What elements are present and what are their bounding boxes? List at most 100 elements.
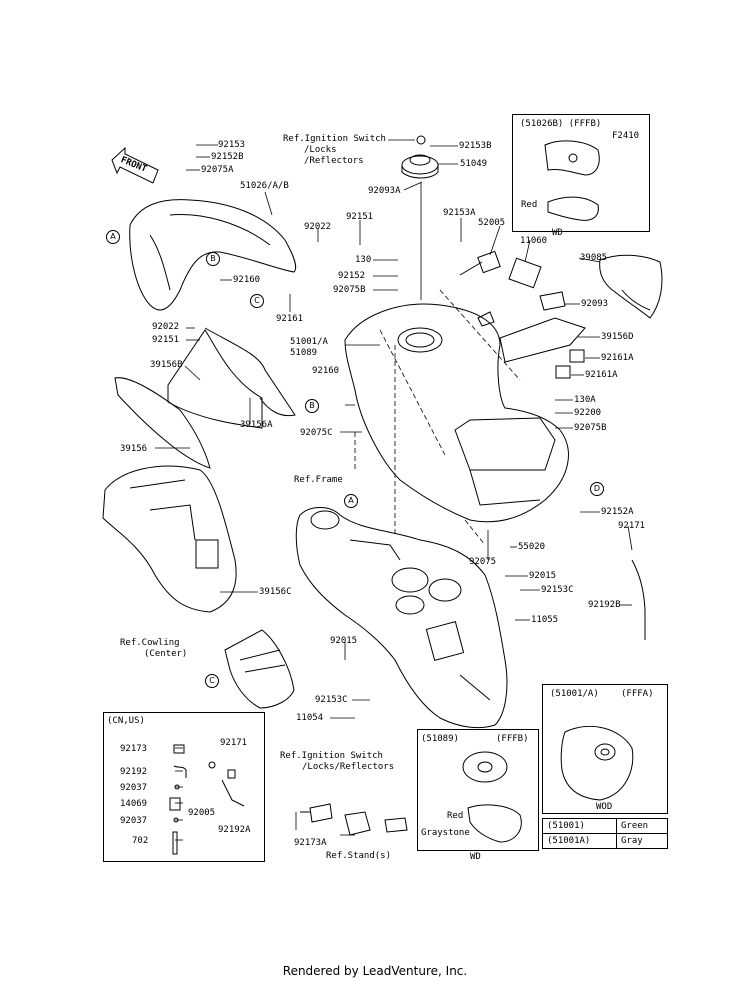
cnus-92037-2: 92037 <box>120 816 148 826</box>
label-39156d: 39156D <box>601 332 634 342</box>
label-11060: 11060 <box>520 236 548 246</box>
label-92192b: 92192B <box>588 600 621 610</box>
label-92152a: 92152A <box>601 507 634 517</box>
label-51089: 51089 <box>290 348 318 358</box>
ref-cowling-1: Ref.Cowling <box>120 638 180 648</box>
label-92022-top: 92022 <box>304 222 332 232</box>
cnus-92173: 92173 <box>120 744 148 754</box>
label-92093a: 92093A <box>368 186 401 196</box>
label-51001a: 51001/A <box>290 337 328 347</box>
ref-cowling-2: (Center) <box>144 649 188 659</box>
label-92075c: 92075C <box>300 428 333 438</box>
ref-ignition-2a: Ref.Ignition Switch <box>280 751 383 761</box>
label-39156a: 39156A <box>240 420 273 430</box>
pads <box>499 317 586 379</box>
ref-ignition-2b: /Locks/Reflectors <box>302 762 395 772</box>
inset-51026b-red: Red <box>521 200 538 210</box>
label-92075: 92075 <box>469 557 497 567</box>
inset-51026b-drawing <box>544 140 600 221</box>
inset-51089-wd: WD <box>470 852 481 862</box>
table-cell-part: (51001) <box>542 818 617 834</box>
inner-cover <box>102 465 237 613</box>
label-51026ab: 51026/A/B <box>240 181 289 191</box>
cnus-702: 702 <box>132 836 149 846</box>
label-51049: 51049 <box>460 159 488 169</box>
label-92200: 92200 <box>574 408 602 418</box>
footer-credit: Rendered by LeadVenture, Inc. <box>282 964 468 978</box>
ref-stands: Ref.Stand(s) <box>326 851 392 861</box>
cnus-92005: 92005 <box>188 808 216 818</box>
label-92022-left: 92022 <box>152 322 180 332</box>
cnus-92171: 92171 <box>220 738 248 748</box>
label-92161a-1: 92161A <box>601 353 634 363</box>
label-92152b: 92152B <box>211 152 244 162</box>
label-130: 130 <box>355 255 372 265</box>
label-92160-mid: 92160 <box>312 366 340 376</box>
callout-c-bottom: C <box>205 674 219 688</box>
label-92153: 92153 <box>218 140 246 150</box>
cnus-92037-1: 92037 <box>120 783 148 793</box>
label-39156b: 39156B <box>150 360 183 370</box>
cnus-92192: 92192 <box>120 767 148 777</box>
ref-ignition-1b: /Locks <box>304 145 337 155</box>
label-92075a: 92075A <box>201 165 234 175</box>
label-f2410: F2410 <box>612 131 640 141</box>
air-duct-cover <box>599 254 663 319</box>
label-92153c-left: 92153C <box>315 695 348 705</box>
side-covers <box>114 327 296 469</box>
inset-51001-title: (51001/A) <box>550 689 599 699</box>
label-55020: 55020 <box>518 542 546 552</box>
color-table: (51001) Green (51001A) Gray <box>542 818 669 849</box>
callout-c-top: C <box>250 294 264 308</box>
table-cell-color: Green <box>615 818 669 834</box>
label-92075b-right: 92075B <box>574 423 607 433</box>
inset-51001-code: (FFFA) <box>621 689 654 699</box>
label-92153c-right: 92153C <box>541 585 574 595</box>
inset-cnus <box>103 712 265 862</box>
label-92161: 92161 <box>276 314 304 324</box>
inset-51026b-wd: WD <box>552 228 563 238</box>
ref-ignition-1c: /Reflectors <box>304 156 364 166</box>
label-92015-right: 92015 <box>529 571 557 581</box>
callout-b-mid: B <box>305 399 319 413</box>
label-39156c: 39156C <box>259 587 292 597</box>
fuel-tank <box>344 303 569 523</box>
table-row: (51001A) Gray <box>542 833 669 849</box>
label-11054: 11054 <box>296 713 324 723</box>
label-92151-top: 92151 <box>346 212 374 222</box>
inset-51001-drawing <box>560 725 634 801</box>
inset-51001-wod: WOD <box>596 802 613 812</box>
inset-51089 <box>417 729 539 851</box>
drain-tube <box>631 559 646 640</box>
label-39156: 39156 <box>120 444 148 454</box>
label-92153a: 92153A <box>443 208 476 218</box>
label-92075b: 92075B <box>333 285 366 295</box>
callout-b-top: B <box>206 252 220 266</box>
inset-cnus-drawing <box>169 744 245 855</box>
label-92153b: 92153B <box>459 141 492 151</box>
table-cell-part: (51001A) <box>542 833 617 849</box>
callout-d-right: D <box>590 482 604 496</box>
inset-51089-red: Red <box>447 811 464 821</box>
inset-51089-graystone: Graystone <box>421 828 470 838</box>
leader-lines <box>155 139 633 841</box>
inset-cnus-title: (CN,US) <box>107 716 145 726</box>
label-130a: 130A <box>574 395 596 405</box>
table-row: (51001) Green <box>542 818 669 834</box>
callout-a-left: A <box>106 230 120 244</box>
label-52005: 52005 <box>478 218 506 228</box>
front-arrow <box>111 146 159 184</box>
callout-a-frame: A <box>344 494 358 508</box>
ref-frame: Ref.Frame <box>294 475 343 485</box>
table-cell-color: Gray <box>615 833 669 849</box>
fuel-cap <box>401 135 439 179</box>
label-92161a-2: 92161A <box>585 370 618 380</box>
label-92171-right: 92171 <box>618 521 646 531</box>
cnus-14069: 14069 <box>120 799 148 809</box>
inset-51089-code: (FFFB) <box>496 734 529 744</box>
inset-51001 <box>542 684 668 814</box>
label-92015-left: 92015 <box>330 636 358 646</box>
inset-51026b <box>512 114 650 232</box>
